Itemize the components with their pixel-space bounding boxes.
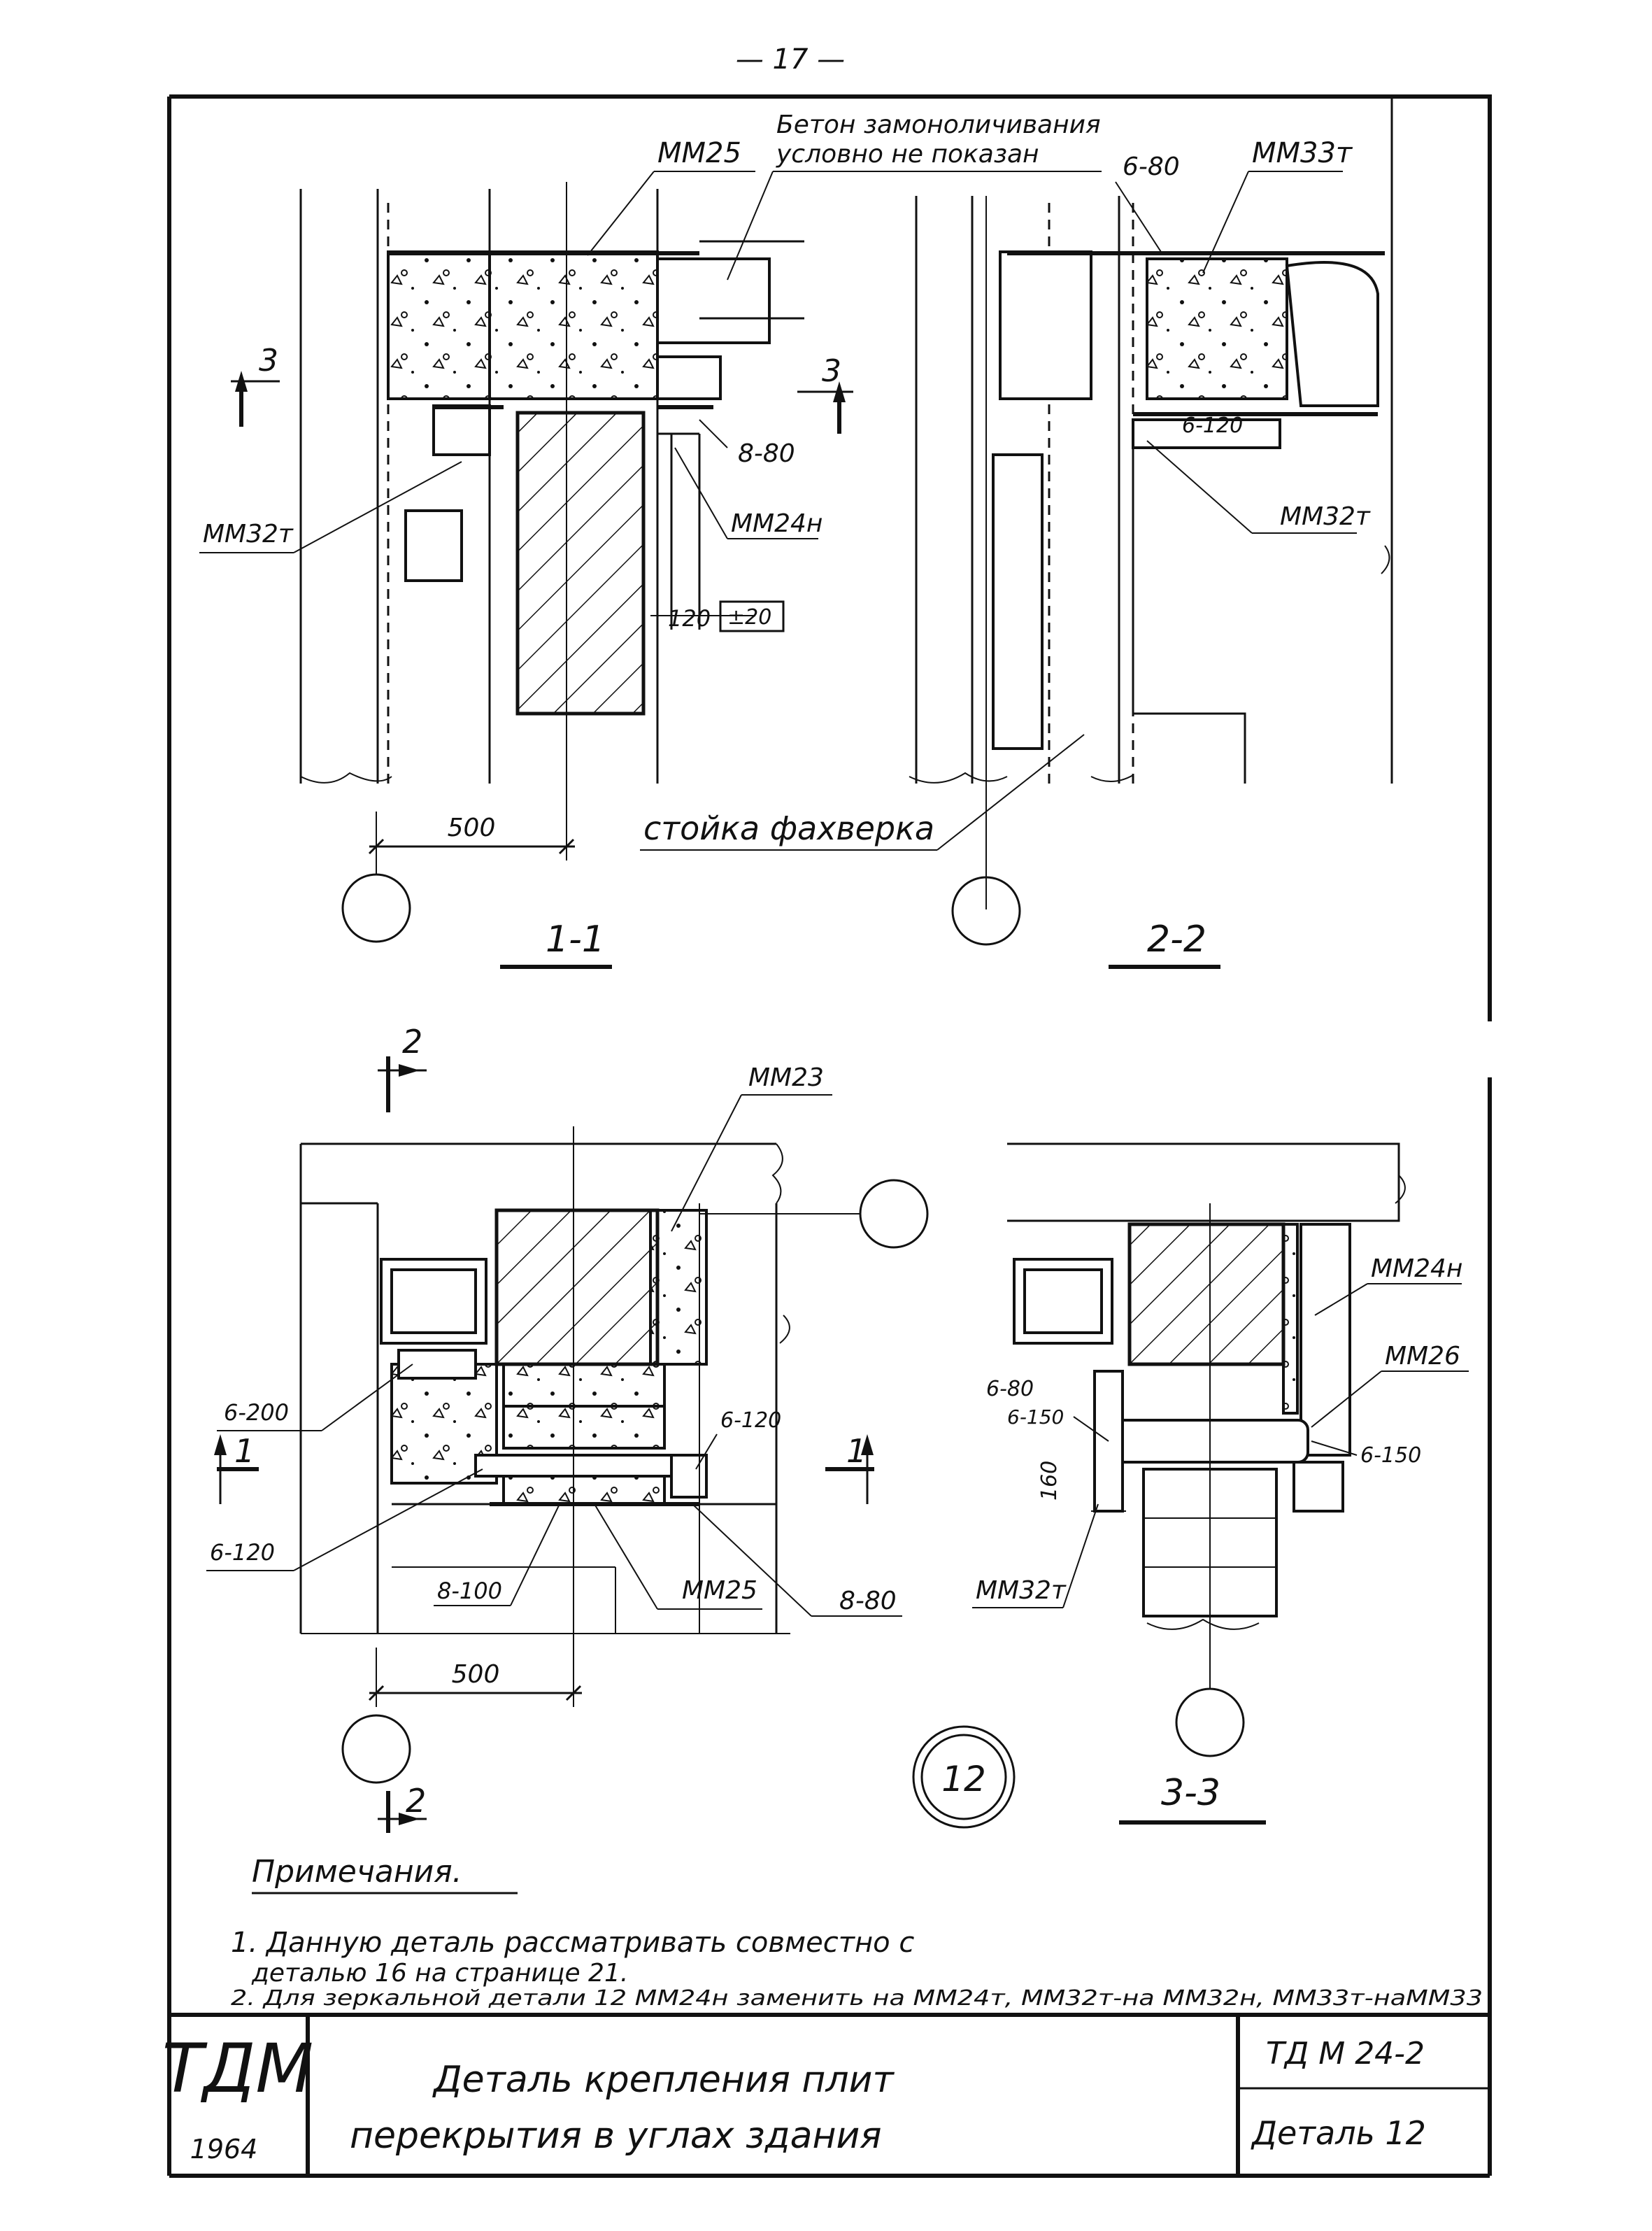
- dim-160: 160: [1037, 1461, 1062, 1501]
- detail-number: 12: [941, 1759, 986, 1799]
- section-2-2: 6-80 ММ33т 6-120 ММ32т стойка фахверка 2…: [640, 98, 1393, 969]
- document-code: ТД М 24-2: [1266, 2036, 1425, 2071]
- cut-mark-1-left: 1: [234, 1432, 255, 1470]
- label-mn23: ММ23: [748, 1063, 824, 1092]
- label-mn24n-section-1: ММ24н: [731, 509, 823, 538]
- year: 1964: [190, 2134, 258, 2165]
- label-mn25-section-1: ММ25: [657, 137, 741, 169]
- dim-plus-minus-20: ±20: [727, 605, 771, 630]
- label-680-section-2: 6-80: [1123, 153, 1180, 181]
- label-880-plan: 8-80: [839, 1587, 897, 1615]
- note-line-1: 1. Данную деталь рассматривать совместно…: [231, 1927, 914, 1959]
- detail-label: Деталь 12: [1251, 2114, 1426, 2152]
- label-6150-right: 6-150: [1360, 1443, 1421, 1468]
- note-concrete-line2: условно не показан: [776, 140, 1039, 169]
- label-6120-section-2: 6-120: [1182, 413, 1243, 438]
- plan-view: 2 1 1 500 2 ММ23 6-200 6-120 6: [206, 1023, 929, 1833]
- steel-bar-3-3: [1104, 1419, 1309, 1464]
- label-6120-left: 6-120: [210, 1539, 275, 1566]
- note-line-2: 2. Для зеркальной детали 12 ММ24н замени…: [231, 1986, 1483, 2011]
- steel-plate: [474, 1454, 701, 1478]
- section-3-3-title: 3-3: [1161, 1772, 1220, 1814]
- note-line-1b: деталью 16 на странице 21.: [251, 1959, 628, 1988]
- grid-axis-bubble: [341, 873, 411, 943]
- notes-block: Примечания. 1. Данную деталь рассматрива…: [231, 1854, 1483, 2011]
- page-number: — 17 —: [736, 43, 845, 76]
- label-6150-left: 6-150: [1007, 1405, 1064, 1429]
- title-block: ТДМ 1964 Деталь крепления плит перекрыти…: [162, 2013, 1490, 2176]
- grid-axis-bubble-5: [1175, 1687, 1245, 1757]
- title-line-2: перекрытия в углах здания: [350, 2115, 882, 2157]
- cut-mark-3-left: 3: [259, 343, 278, 378]
- label-mn33t-section-2: ММ33т: [1252, 137, 1353, 169]
- org-logo-text: ТДМ: [162, 2030, 313, 2108]
- grid-axis-bubble-4: [341, 1714, 411, 1784]
- label-mn25-plan: ММ25: [682, 1576, 757, 1605]
- label-8100: 8-100: [437, 1578, 502, 1604]
- label-680-section-3: 6-80: [986, 1377, 1034, 1401]
- label-mn32t-section-1: ММ32т: [203, 520, 294, 548]
- note-post: стойка фахверка: [643, 809, 934, 847]
- dim-500-plan: 500: [452, 1660, 500, 1689]
- label-6120-right: 6-120: [720, 1408, 781, 1433]
- cut-mark-2-top: 2: [402, 1023, 422, 1061]
- section-3-3: ММ24н ММ26 6-80 6-150 6-150 160 ММ32т 3-…: [972, 1142, 1491, 1825]
- label-mn26: ММ26: [1385, 1342, 1460, 1371]
- grid-axis-bubble-2: [951, 876, 1021, 946]
- cut-mark-3-right: 3: [822, 353, 841, 389]
- label-mn32t-section-2: ММ32т: [1280, 502, 1371, 531]
- section-1-1-title: 1-1: [546, 919, 605, 961]
- label-880-section-1: 8-80: [738, 439, 795, 468]
- label-mn24n-section-3: ММ24н: [1371, 1254, 1462, 1283]
- dim-500-section-1: 500: [448, 814, 496, 842]
- label-mn32t-section-3: ММ32т: [976, 1576, 1067, 1605]
- label-6200: 6-200: [224, 1399, 289, 1426]
- title-line-1: Деталь крепления плит: [432, 2059, 895, 2101]
- detail-number-marker: 12: [912, 1725, 1016, 1829]
- section-2-2-title: 2-2: [1147, 919, 1206, 961]
- dim-120: 120: [668, 605, 711, 632]
- notes-heading: Примечания.: [252, 1854, 462, 1890]
- grid-axis-bubble-3: [859, 1179, 929, 1249]
- cut-mark-2-bottom: 2: [406, 1782, 426, 1820]
- note-concrete-line1: Бетон замоноличивания: [776, 111, 1101, 139]
- section-1-1: 3 3 500 ММ25 Бетон замоноличивания услов…: [199, 111, 1102, 969]
- cut-mark-1-right: 1: [846, 1432, 867, 1470]
